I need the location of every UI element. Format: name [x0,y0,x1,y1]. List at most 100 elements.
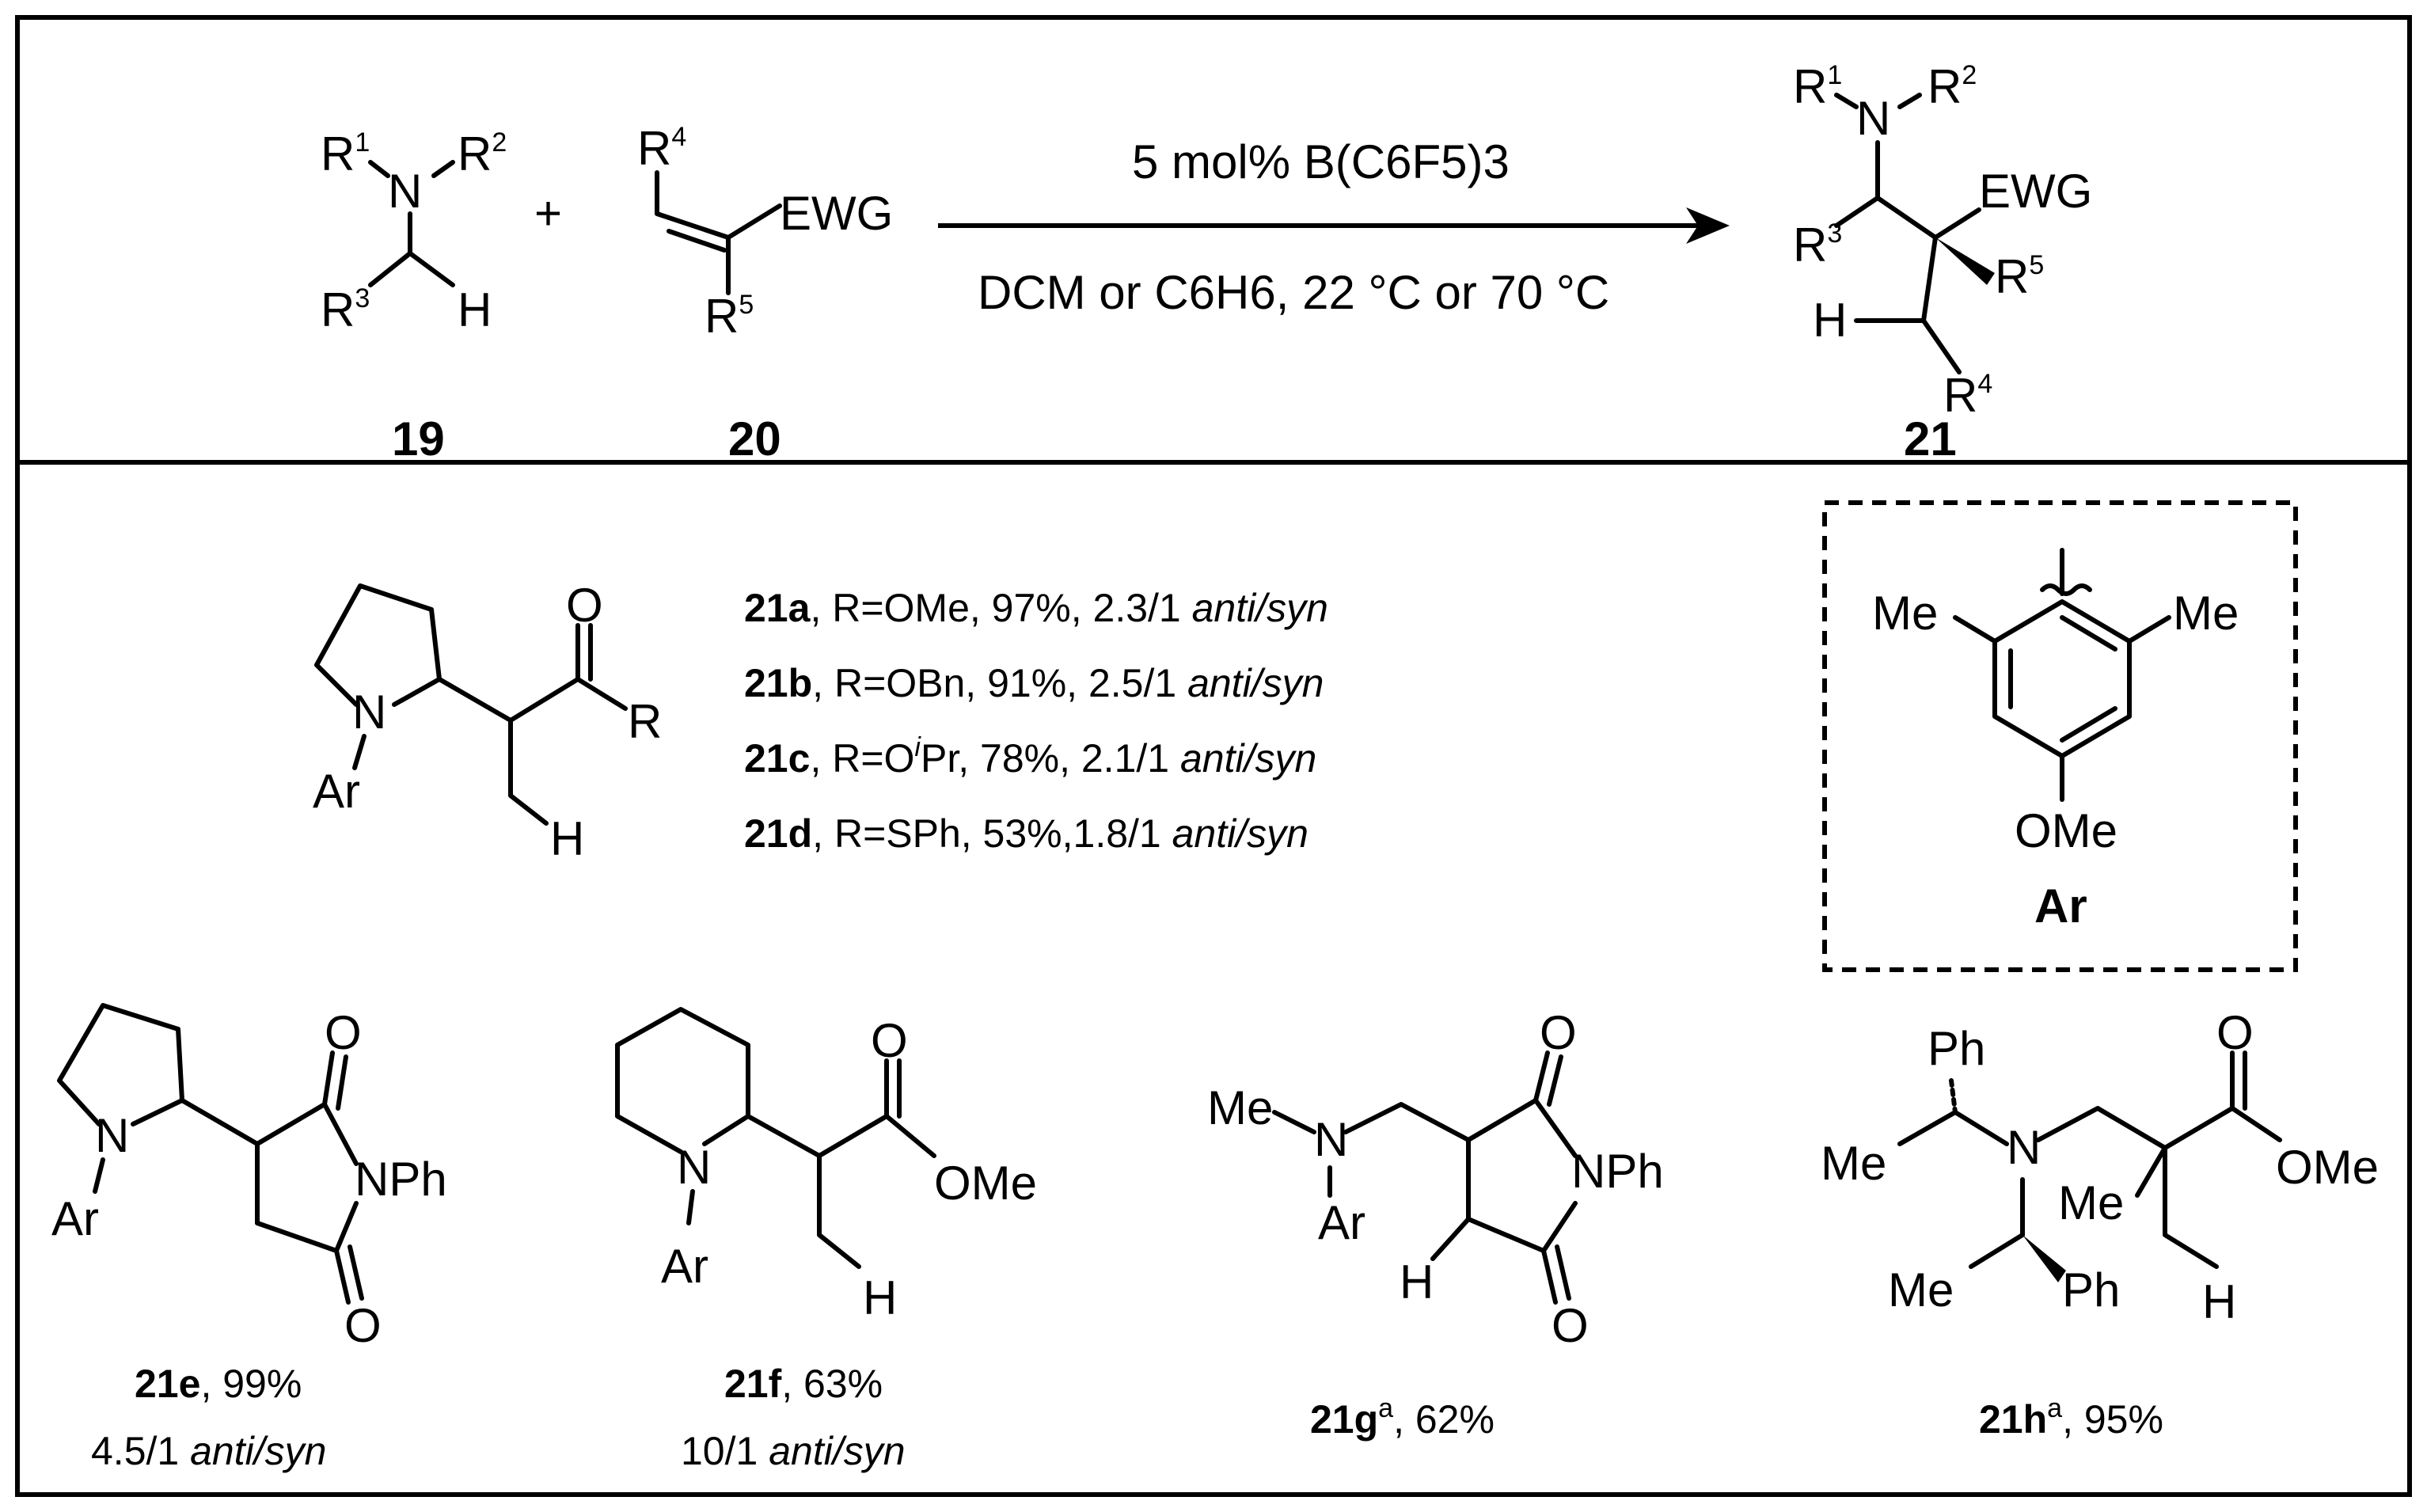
bond [1343,1102,1471,1142]
h-atom: H [550,812,584,865]
ewg-label: EWG [1979,165,2092,218]
nph-label: NPh [1571,1145,1664,1198]
o-atom: O [871,1014,908,1067]
bond [1834,140,1880,228]
r5-label: R5 [705,290,754,343]
ph-label: Ph [1928,1022,1985,1075]
r3-label: R3 [321,283,370,336]
bond [408,251,455,287]
pyrrolidine-ring [57,1003,184,1126]
o-atom: O [325,1006,362,1059]
me-label: Me [1888,1263,1954,1316]
ar-label: Ar [661,1240,708,1293]
bond [1834,93,1859,109]
entry-21d: 21d, R=SPh, 53%,1.8/1 anti/syn [744,811,1308,856]
carbonyl [1533,1050,1563,1107]
outer-frame [15,15,2412,1497]
dashed-box [1822,500,2298,972]
r5-label: R5 [1995,250,2044,303]
r4-label: R4 [1943,369,1992,422]
me-label: Me [1821,1137,1886,1190]
r3-label: R3 [1793,218,1842,272]
o-atom: O [344,1299,382,1352]
bond [368,160,390,178]
n-atom: N [1856,92,1890,145]
n-atom: N [352,686,386,739]
bond [2135,1145,2167,1198]
bond [1897,93,1922,109]
r1-label: R1 [321,127,370,180]
bond [431,160,455,178]
r4-label: R4 [637,122,686,175]
bond [1875,196,1981,240]
me-label: Me [1207,1081,1273,1134]
entry-21c: 21c, R=OiPr, 78%, 2.1/1 anti/syn [744,732,1316,781]
me-label: Me [2058,1176,2124,1229]
piperidine-ring [615,1007,750,1154]
plus-sign: + [534,187,562,240]
bond [1897,1110,2009,1146]
entry-21a: 21a, R=OMe, 97%, 2.3/1 anti/syn [744,586,1328,630]
structure-21h: Ph Me N O OMe Me H Me Ph 21ha, 95% [1821,1006,2379,1442]
aryl-double-bonds [2008,615,2117,743]
succinimide-ring [1466,1098,1578,1253]
bond [1969,1233,2025,1269]
aryl-ring [1992,599,2132,758]
r-label: R [628,695,662,748]
o-atom: O [566,579,603,632]
bond [655,170,782,240]
ome-label: OMe [934,1157,1037,1210]
bond [352,734,367,770]
succinimide-ring [180,1098,359,1253]
ome-label: OMe [2015,804,2117,857]
label-21h: 21ha, 95% [1979,1393,2163,1442]
ratio-21e: 4.5/1 anti/syn [91,1429,326,1473]
h-atom: H [2202,1275,2236,1328]
label-21f: 21f, 63% [724,1362,883,1406]
wavy-attachment [2040,583,2092,596]
r2-label: R2 [458,127,507,180]
ewg-label: EWG [780,187,893,240]
product-21: R1 N R2 EWG R3 R5 H R4 21 [1793,60,2092,465]
reactant-20: R4 EWG R5 20 [637,122,893,465]
o-atom: O [1540,1006,1577,1059]
carbonyl [884,1058,902,1119]
structure-21f: N Ar O OMe H 21f, 63% 10/1 anti/syn [615,1007,1037,1473]
bond [368,211,412,287]
pyrrolidine-ring [314,583,442,707]
compound-20-label: 20 [728,412,781,465]
bond [817,1153,861,1269]
h-atom: H [1813,294,1847,347]
bond [1272,1110,1316,1134]
bond [1430,1217,1471,1261]
compound-21-label: 21 [1904,412,1957,465]
ome-label: OMe [2276,1141,2379,1194]
carbonyl [2230,1050,2247,1111]
ratio-21f: 10/1 anti/syn [681,1429,906,1473]
reactant-19: R1 N R2 R3 H 19 [321,127,507,465]
entry-21b: 21b, R=OBn, 91%, 2.5/1 anti/syn [744,661,1324,705]
h-atom: H [1400,1256,1434,1309]
carbonyl [334,1244,364,1305]
r1-label: R1 [1793,60,1842,113]
arrow-head [1686,207,1730,244]
wedge-bond [2022,1235,2066,1282]
bond [2163,1106,2282,1150]
ar-label: Ar [313,765,360,818]
label-21g: 21ga, 62% [1310,1393,1495,1442]
bond [93,1157,105,1194]
chain [437,677,628,723]
n-atom: N [2007,1121,2041,1174]
bond [2127,615,2171,644]
r2-label: R2 [1928,60,1977,113]
ar-label: Ar [1318,1196,1365,1249]
ar-definition-box: Me Me OMe Ar [1822,500,2298,972]
h-atom: H [458,283,492,336]
label-21e: 21e, 99% [135,1362,302,1406]
n-atom: N [677,1141,711,1194]
bond [2163,1145,2219,1269]
chain [746,1114,936,1158]
h-atom: H [863,1271,897,1324]
